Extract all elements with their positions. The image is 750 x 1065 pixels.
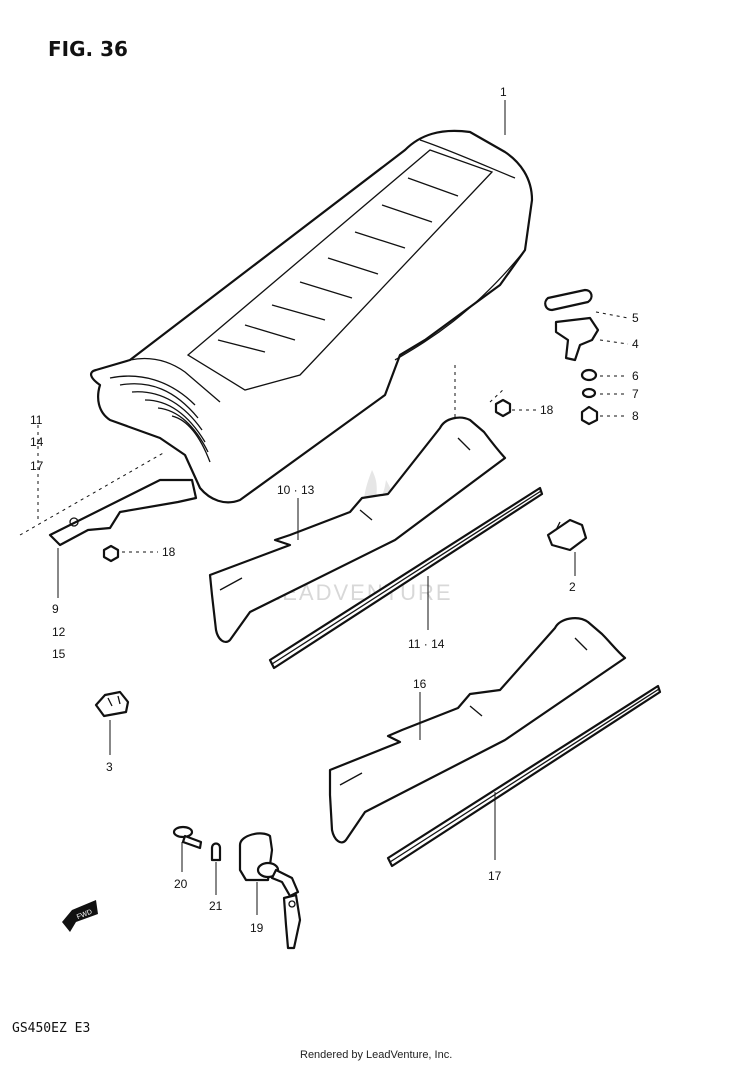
callout-16: 16 bbox=[413, 677, 427, 691]
side-rail-part-16 bbox=[328, 617, 627, 844]
svg-text:12: 12 bbox=[52, 625, 66, 639]
svg-text:17: 17 bbox=[30, 459, 44, 473]
callout-6: 6 bbox=[632, 369, 639, 383]
callout-20: 20 bbox=[174, 877, 188, 891]
seat-lock-part-19 bbox=[238, 832, 302, 950]
callout-5: 5 bbox=[632, 311, 639, 325]
callout-19: 19 bbox=[250, 921, 264, 935]
seat-part-1 bbox=[90, 129, 534, 504]
fwd-arrow-icon: FWD bbox=[62, 900, 98, 932]
callout-18-right: 18 bbox=[540, 403, 554, 417]
callout-18-left: 18 bbox=[162, 545, 176, 559]
plate-part-5 bbox=[544, 288, 593, 312]
lockwasher-part-7 bbox=[581, 387, 597, 399]
model-code: GS450EZ E3 bbox=[12, 1021, 90, 1036]
callout-4: 4 bbox=[632, 337, 639, 351]
bolt-part-20 bbox=[172, 825, 203, 850]
svg-text:14: 14 bbox=[30, 435, 44, 449]
callout-8: 8 bbox=[632, 409, 639, 423]
svg-text:15: 15 bbox=[52, 647, 66, 661]
svg-text:9: 9 bbox=[52, 602, 59, 616]
callout-stack-left: 11 14 17 bbox=[30, 413, 44, 473]
washer-part-21 bbox=[210, 842, 222, 862]
nut-part-18-left bbox=[102, 544, 120, 563]
side-rail-part-10 bbox=[208, 416, 507, 644]
callout-11-14: 11 · 14 bbox=[408, 637, 445, 651]
callout-2: 2 bbox=[569, 580, 576, 594]
callout-7: 7 bbox=[632, 387, 639, 401]
hinge-bracket-part-9 bbox=[48, 478, 198, 547]
callout-1: 1 bbox=[500, 85, 507, 99]
clip-part-3 bbox=[94, 690, 130, 718]
nut-part-8 bbox=[580, 405, 599, 426]
credit-line: Rendered by LeadVenture, Inc. bbox=[300, 1049, 452, 1061]
washer-part-6 bbox=[580, 368, 598, 382]
callout-10-13: 10 · 13 bbox=[277, 483, 315, 497]
callout-21: 21 bbox=[209, 899, 223, 913]
callout-stack-bottom: 9 12 15 bbox=[52, 602, 66, 661]
callout-3: 3 bbox=[106, 760, 113, 774]
svg-text:11: 11 bbox=[30, 413, 43, 427]
rubber-strip-part-11 bbox=[268, 486, 544, 670]
hook-part-4 bbox=[554, 316, 600, 362]
clip-part-2 bbox=[546, 518, 588, 552]
callout-17: 17 bbox=[488, 869, 502, 883]
rubber-strip-part-17 bbox=[386, 684, 662, 868]
nut-part-18-right bbox=[494, 398, 512, 418]
figure-title: FIG. 36 bbox=[48, 37, 128, 61]
